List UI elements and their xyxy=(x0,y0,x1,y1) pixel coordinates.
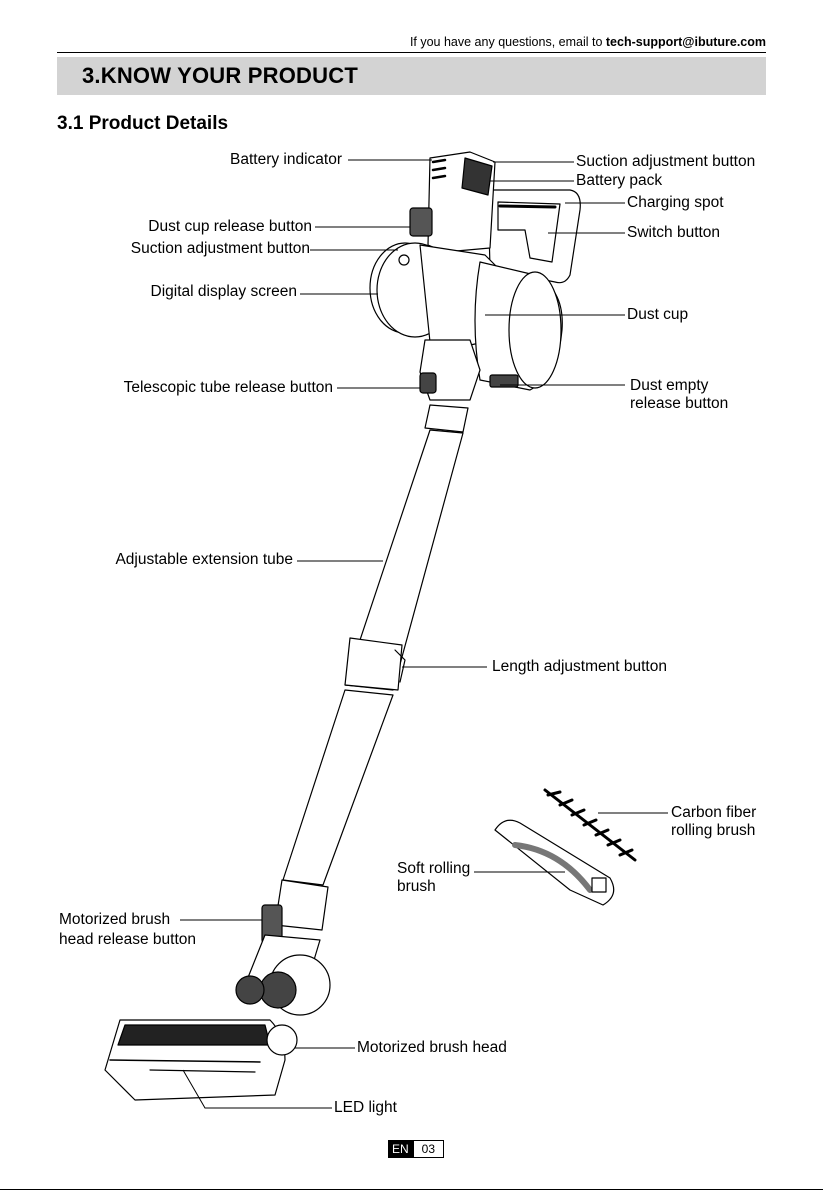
section-banner: 3.KNOW YOUR PRODUCT xyxy=(57,57,766,95)
label-dust-empty-release-button: Dust empty release button xyxy=(630,377,728,413)
support-email-note: If you have any questions, email to tech… xyxy=(410,35,766,49)
page-footer: EN 03 xyxy=(388,1140,445,1158)
label-carbon-fiber-rolling-brush: Carbon fiber rolling brush xyxy=(671,804,756,840)
label-carbon-fiber-line2: rolling brush xyxy=(671,822,756,839)
label-battery-pack: Battery pack xyxy=(576,172,663,189)
support-note-prefix: If you have any questions, email to xyxy=(409,35,606,49)
label-switch-button: Switch button xyxy=(627,224,721,241)
label-dust-cup-release-button: Dust cup release button xyxy=(148,218,312,235)
label-suction-adjustment-button-top: Suction adjustment button xyxy=(576,153,756,170)
label-digital-display-screen: Digital display screen xyxy=(150,283,297,300)
label-telescopic-tube-release-button: Telescopic tube release button xyxy=(123,379,333,396)
label-adjustable-extension-tube: Adjustable extension tube xyxy=(115,551,293,568)
label-dust-cup: Dust cup xyxy=(627,306,689,323)
label-battery-indicator: Battery indicator xyxy=(230,151,342,168)
label-soft-rolling-brush: Soft rolling brush xyxy=(397,860,470,896)
header-rule xyxy=(57,52,766,53)
support-email: tech-support@ibuture.com xyxy=(605,35,766,49)
label-motorized-release-line2: head release button xyxy=(59,931,197,948)
label-dust-empty-line2: release button xyxy=(630,395,729,412)
label-motorized-brush-head-release-button: Motorized brush head release button xyxy=(59,911,196,949)
label-motorized-release-line1: Motorized brush xyxy=(59,911,171,928)
page-number: 03 xyxy=(412,1140,445,1158)
label-length-adjustment-button: Length adjustment button xyxy=(492,658,667,675)
language-badge: EN xyxy=(388,1140,413,1158)
label-carbon-fiber-line1: Carbon fiber xyxy=(671,804,757,821)
label-led-light: LED light xyxy=(334,1099,397,1116)
section-title: 3.KNOW YOUR PRODUCT xyxy=(82,63,358,88)
label-charging-spot: Charging spot xyxy=(627,194,724,211)
label-soft-rolling-line1: Soft rolling xyxy=(397,860,471,877)
label-suction-adjustment-button-left: Suction adjustment button xyxy=(130,240,310,257)
subsection-title: 3.1 Product Details xyxy=(57,113,229,134)
label-soft-rolling-line2: brush xyxy=(397,878,436,895)
label-motorized-brush-head: Motorized brush head xyxy=(357,1039,507,1056)
label-dust-empty-line1: Dust empty xyxy=(630,377,709,394)
bottom-rule xyxy=(0,1189,823,1190)
